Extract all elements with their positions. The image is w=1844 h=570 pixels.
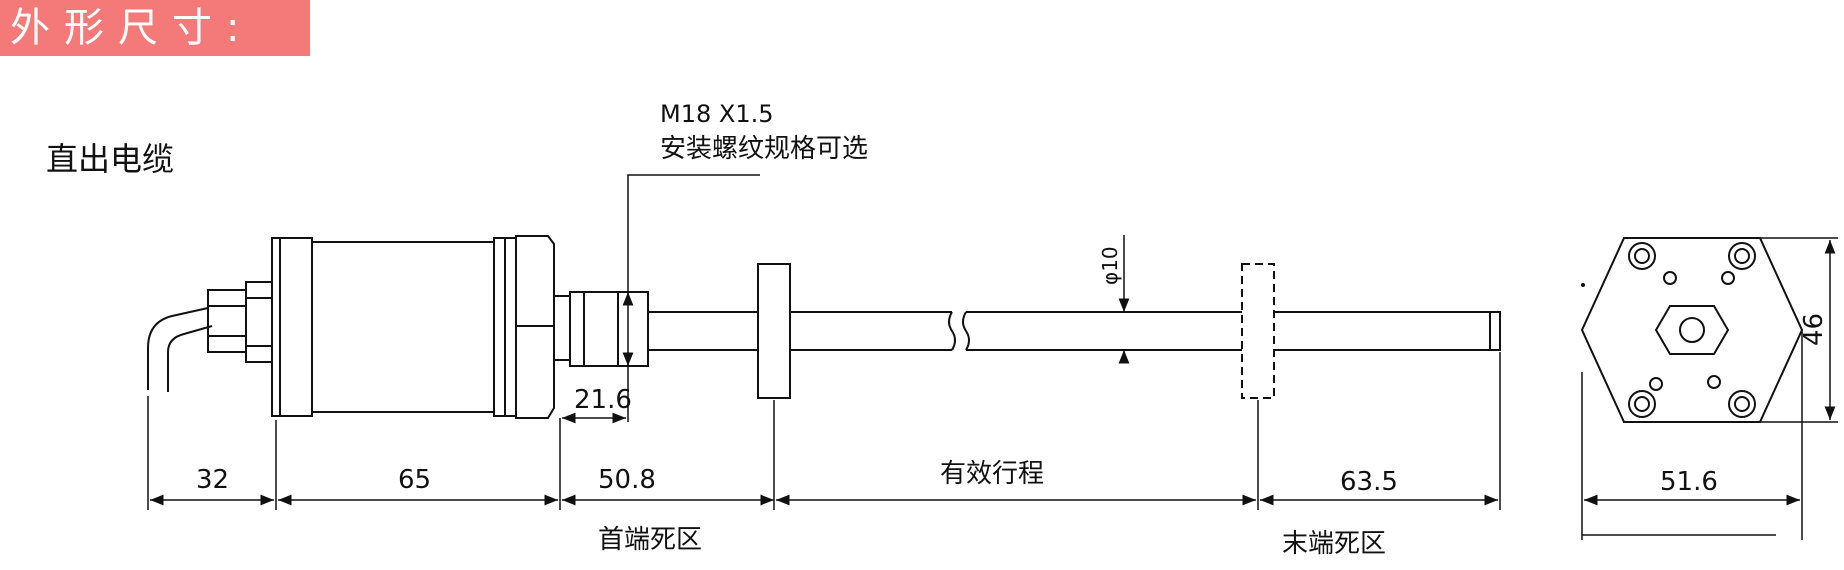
thread-section (569, 291, 649, 367)
cable-inner (167, 325, 213, 392)
magnet-float-start (757, 263, 791, 399)
hex-head (515, 235, 555, 419)
zone-tail-label: 末端死区 (1282, 529, 1386, 559)
body-cap-left (271, 237, 313, 417)
thread-leader-line (627, 174, 760, 392)
thread-note-line2: 安装螺纹规格可选 (660, 134, 868, 164)
sensor-body (311, 241, 495, 413)
gland-nut (245, 281, 273, 363)
cable (147, 307, 209, 390)
section-title: 外形尺寸: (10, 5, 254, 51)
thread-neck (553, 295, 571, 361)
magnet-float-end (1241, 263, 1275, 399)
dim-stroke: 有效行程 (940, 459, 1044, 489)
variant-label: 直出电缆 (46, 140, 174, 178)
section-banner: 外形尺寸: (0, 0, 310, 56)
dim-flange-width: 51.6 (1660, 467, 1718, 497)
diameter-label: φ10 (1098, 246, 1122, 285)
center-bore (1679, 317, 1705, 343)
thread-note-line1: M18 X1.5 (660, 100, 773, 128)
dim-hex: 21.6 (574, 385, 632, 415)
flange-hexagon (1580, 237, 1804, 423)
rod-end (1489, 311, 1501, 351)
center-nut (1654, 305, 1730, 355)
zone-head-label: 首端死区 (598, 525, 702, 555)
dim-flange-height: 46 (1799, 313, 1829, 346)
sensor-end-view (1580, 237, 1804, 423)
dim-tail-dead: 63.5 (1340, 467, 1398, 497)
dim-cable: 32 (196, 465, 229, 495)
cable-gland (207, 289, 247, 353)
dim-body: 65 (398, 465, 431, 495)
sensor-side-view (147, 235, 1501, 419)
dim-head-dead: 50.8 (598, 465, 656, 495)
